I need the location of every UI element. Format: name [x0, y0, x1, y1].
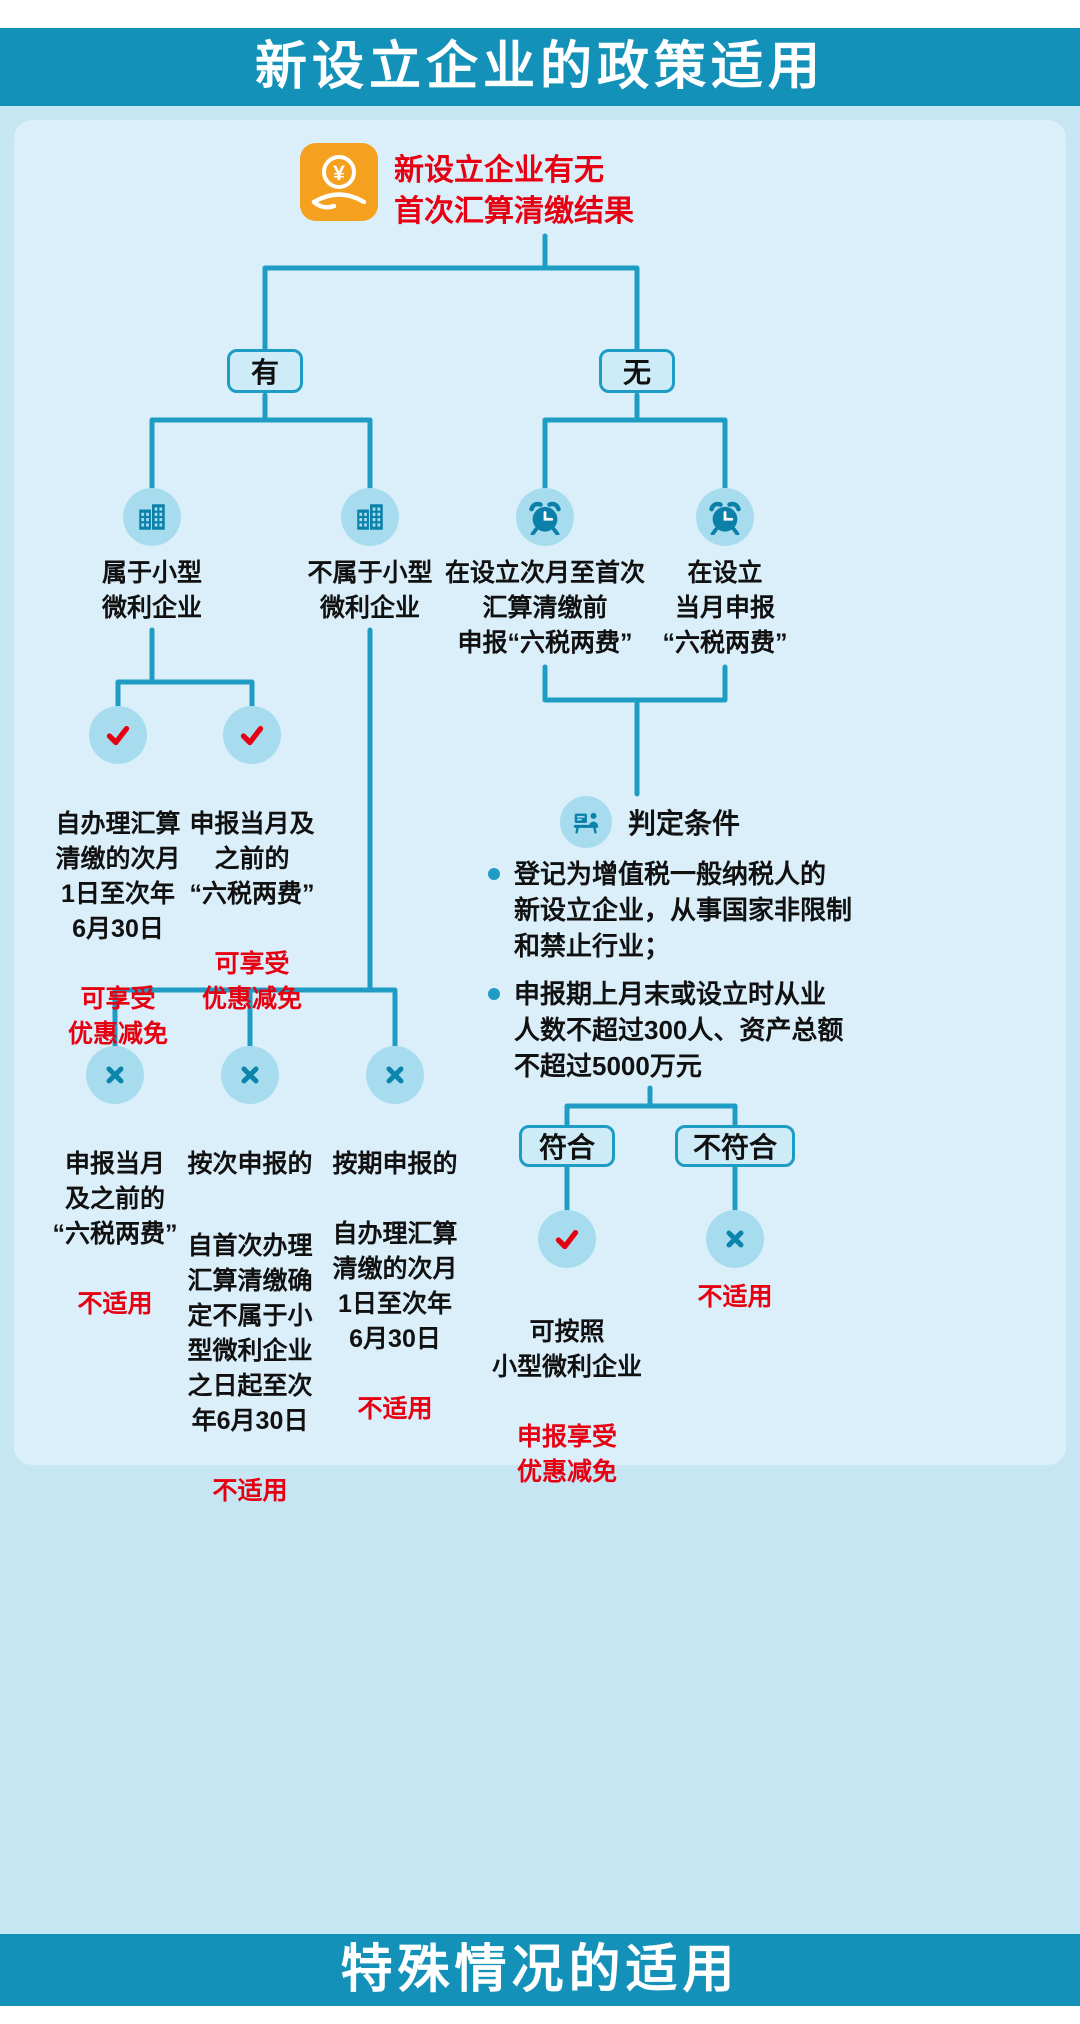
outcome-result: 可享受 优惠减免	[201, 950, 303, 1013]
outcome-text: 可按照 小型微利企业	[491, 1318, 643, 1381]
node-label-not-small-micro: 不属于小型 微利企业	[307, 559, 433, 622]
criteria-item: 登记为增值税一般纳税人的 新设立企业，从事国家非限制 和禁止行业；	[488, 856, 1058, 964]
outcome-x2: 按次申报的 自首次办理 汇算清缴确 定不属于小 型微利企业 之日起至次 年6月3…	[187, 1112, 312, 1544]
outcome-no-match: 不适用	[697, 1283, 773, 1311]
alarm-clock-icon	[516, 488, 574, 546]
branch-no-pill: 无	[599, 349, 675, 393]
outcome-text: 自首次办理 汇算清缴确 定不属于小 型微利企业 之日起至次 年6月30日	[187, 1232, 313, 1435]
building-icon	[341, 488, 399, 546]
outcome-result: 不适用	[357, 1395, 433, 1423]
outcome-x1: 申报当月 及之前的 “六税两费” 不适用	[52, 1112, 177, 1357]
criteria-title: 判定条件	[628, 808, 741, 839]
node-label-small-micro: 属于小型 微利企业	[101, 559, 203, 622]
outcome-text: 申报当月及 之前的 “六税两费”	[189, 810, 315, 908]
coin-hand-icon: ¥	[300, 143, 378, 221]
outcome-match: 可按照 小型微利企业 申报享受 优惠减免	[492, 1280, 642, 1525]
svg-text:¥: ¥	[333, 162, 345, 185]
check-icon	[223, 706, 281, 764]
criteria-item: 申报期上月末或设立时从业 人数不超过300人、资产总额 不超过5000万元	[488, 976, 1058, 1084]
building-icon	[123, 488, 181, 546]
outcome-check2: 申报当月及 之前的 “六税两费” 可享受 优惠减免	[189, 772, 314, 1052]
outcome-x3: 按期申报的 自办理汇算 清缴的次月 1日至次年 6月30日 不适用	[332, 1112, 457, 1462]
match-pill: 符合	[519, 1125, 615, 1167]
outcome-result: 不适用	[77, 1290, 153, 1318]
x-icon	[221, 1046, 279, 1104]
no-match-pill: 不符合	[675, 1125, 795, 1167]
page-title: 新设立企业的政策适用	[0, 28, 1080, 106]
branch-yes-pill: 有	[227, 349, 303, 393]
outcome-text: 自办理汇算 清缴的次月 1日至次年 6月30日	[55, 810, 181, 943]
footer-title: 特殊情况的适用	[0, 1934, 1080, 2006]
outcome-text: 申报当月 及之前的 “六税两费”	[52, 1150, 178, 1248]
alarm-clock-icon	[696, 488, 754, 546]
outcome-text: 自办理汇算 清缴的次月 1日至次年 6月30日	[332, 1220, 458, 1353]
outcome-result: 可享受 优惠减免	[67, 985, 169, 1048]
x-icon	[366, 1046, 424, 1104]
accountant-icon	[560, 796, 612, 848]
root-question: 新设立企业有无 首次汇算清缴结果	[394, 154, 634, 228]
check-icon	[538, 1210, 596, 1268]
outcome-result: 申报享受 优惠减免	[516, 1423, 618, 1486]
node-label-same-month: 在设立 当月申报 “六税两费”	[662, 559, 788, 657]
outcome-result: 不适用	[212, 1477, 288, 1505]
x-icon	[706, 1210, 764, 1268]
bullet-dot	[488, 988, 500, 1000]
node-label-before-settlement: 在设立次月至首次 汇算清缴前 申报“六税两费”	[444, 559, 646, 657]
outcome-check1: 自办理汇算 清缴的次月 1日至次年 6月30日 可享受 优惠减免	[55, 772, 180, 1087]
criteria-item-text: 申报期上月末或设立时从业 人数不超过300人、资产总额 不超过5000万元	[514, 979, 844, 1081]
criteria-item-text: 登记为增值税一般纳税人的 新设立企业，从事国家非限制 和禁止行业；	[514, 859, 853, 961]
x-icon	[86, 1046, 144, 1104]
check-icon	[89, 706, 147, 764]
criteria-header: 判定条件	[560, 796, 740, 848]
bullet-dot	[488, 868, 500, 880]
outcome-intro: 按期申报的	[332, 1150, 458, 1178]
outcome-intro: 按次申报的	[187, 1150, 313, 1178]
